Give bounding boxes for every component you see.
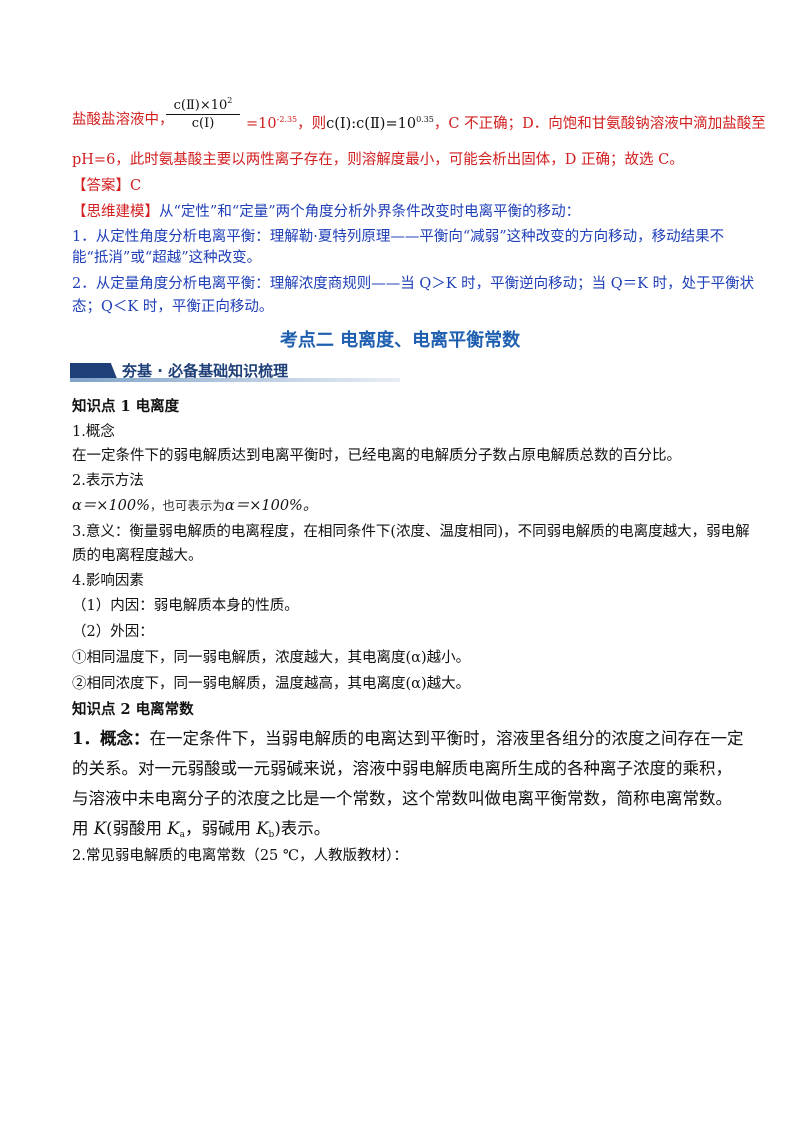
k1-2-formula: α＝×100%，也可表示为α＝×100%。 xyxy=(72,498,318,514)
k2-1b: 的关系。对一元弱酸或一元弱碱来说，溶液中弱电解质电离所生成的各种离子浓度的乘积， xyxy=(72,759,732,778)
fraction-numerator: c(Ⅱ)×102 xyxy=(173,96,233,113)
k1-4-c1: ①相同温度下，同一弱电解质，浓度越大，其电离度(α)越小。 xyxy=(72,650,471,666)
k2-2: 2.常见弱电解质的电离常数（25 ℃，人教版教材）： xyxy=(72,848,408,864)
k1-2: 2.表示方法 xyxy=(72,473,144,489)
k2-1a: 1．概念：在一定条件下，当弱电解质的电离达到平衡时，溶液里各组分的浓度之间存在一… xyxy=(72,729,744,748)
model-1a: 1．从定性角度分析电离平衡：理解勒·夏特列原理——平衡向“减弱”这种改变的方向移… xyxy=(72,229,725,245)
fraction-denominator: c(Ⅰ) xyxy=(191,116,215,131)
k1-4-c2: ②相同浓度下，同一弱电解质，温度越高，其电离度(α)越大。 xyxy=(72,676,471,692)
p1-rest: =10-2.35，则c(Ⅰ):c(Ⅱ)=100.35，C 不正确；D．向饱和甘氨… xyxy=(246,115,766,132)
k2-title: 知识点 2 电离常数 xyxy=(72,701,194,718)
answer: 【答案】C xyxy=(72,178,142,194)
k1-4: 4.影响因素 xyxy=(72,573,144,589)
model-1b: 能“抵消”或“超越”这种改变。 xyxy=(72,250,262,266)
fraction-bar xyxy=(166,114,240,115)
model-2b: 态；Q＜K 时，平衡正向移动。 xyxy=(72,299,274,315)
k1-4-1: （1）内因：弱电解质本身的性质。 xyxy=(72,598,299,614)
banner-text: 夯基 · 必备基础知识梳理 xyxy=(122,362,289,380)
k1-title: 知识点 1 电离度 xyxy=(72,398,180,415)
k1-4-2: （2）外因： xyxy=(72,624,154,640)
section-title: 考点二 电离度、电离平衡常数 xyxy=(279,330,521,351)
p1-lead: 盐酸盐溶液中， xyxy=(72,112,174,128)
p2: pH=6，此时氨基酸主要以两性离子存在，则溶解度最小，可能会析出固体，D 正确；… xyxy=(72,152,684,168)
section-banner: 夯基 · 必备基础知识梳理 xyxy=(70,359,400,383)
model-2a: 2．从定量角度分析电离平衡：理解浓度商规则——当 Q＞K 时，平衡逆向移动；当 … xyxy=(72,276,755,292)
k1-3b: 质的电离程度越大。 xyxy=(72,548,203,564)
k2-1c: 与溶液中未电离分子的浓度之比是一个常数，这个常数叫做电离平衡常数，简称电离常数。 xyxy=(72,789,732,808)
k1-1-text: 在一定条件下的弱电解质达到电离平衡时，已经电离的电解质分子数占原电解质总数的百分… xyxy=(72,448,681,464)
k1-1: 1.概念 xyxy=(72,424,115,440)
banner-underline xyxy=(70,378,400,382)
model-line: 【思维建模】从“定性”和“定量”两个角度分析外界条件改变时电离平衡的移动： xyxy=(72,204,581,220)
k1-3a: 3.意义：衡量弱电解质的电离程度，在相同条件下(浓度、温度相同)，不同弱电解质的… xyxy=(72,524,750,540)
k2-1d: 用 K(弱酸用 Ka，弱碱用 Kb)表示。 xyxy=(72,819,331,840)
banner-bar xyxy=(70,363,118,381)
